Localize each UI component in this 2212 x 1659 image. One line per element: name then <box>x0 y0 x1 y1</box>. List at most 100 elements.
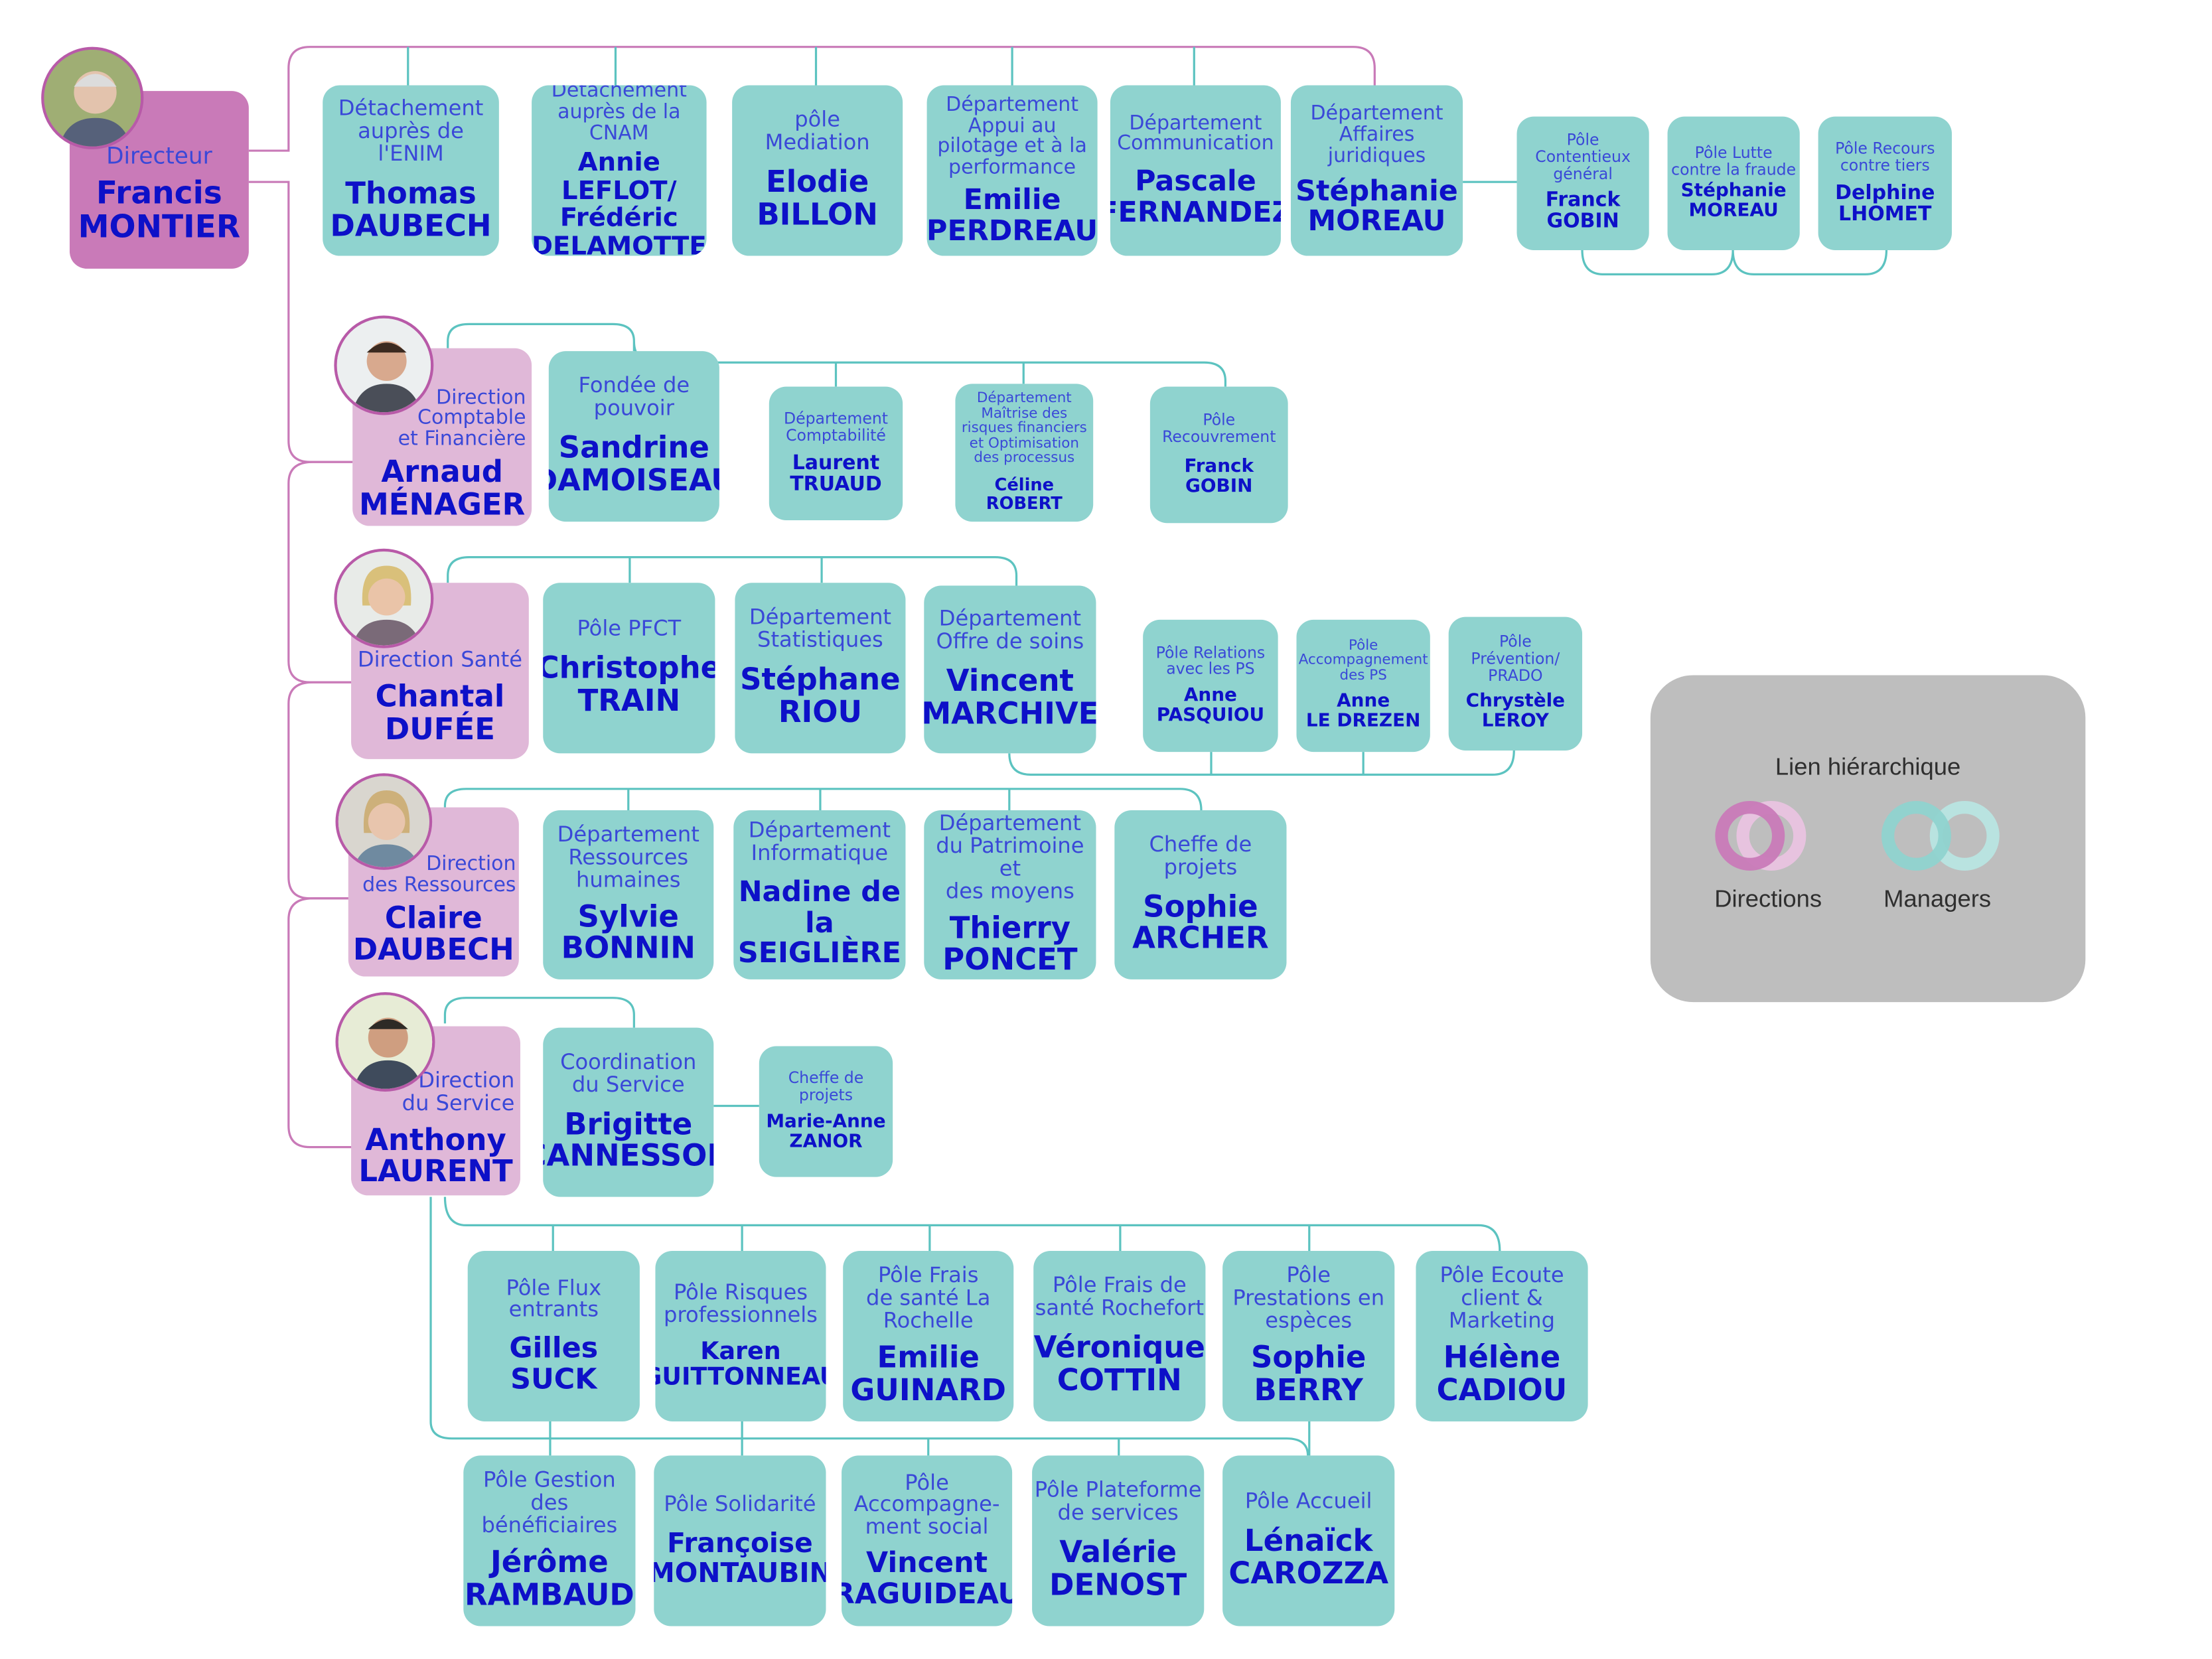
unit-title: Pôle Recours contre tiers <box>1835 139 1935 175</box>
top-unit-3: pôle Mediation Elodie BILLON <box>732 85 903 256</box>
top-unit-5: Département Communication Pascale FERNAN… <box>1110 85 1281 256</box>
service-cheffe-projets: Cheffe de projets Marie-Anne ZANOR <box>759 1046 893 1177</box>
link-dcf <box>447 323 1227 387</box>
link-service <box>443 997 1501 1251</box>
unit-name: Franck GOBIN <box>1545 189 1621 234</box>
portrait-icon <box>44 49 141 147</box>
link-sante <box>447 556 1515 776</box>
dcf-unit-4: Pôle Recouvrement Franck GOBIN <box>1149 386 1288 524</box>
portrait-icon <box>336 551 431 646</box>
service-pole-5: Pôle Prestations en espèces Sophie BERRY <box>1222 1250 1395 1421</box>
unit-title: Cheffe de projets <box>1149 831 1252 880</box>
unit-title: Département Appui au pilotage et à la pe… <box>937 93 1087 180</box>
direction-ressources-photo <box>335 773 433 870</box>
unit-name: Françoise MONTAUBIN <box>654 1528 826 1589</box>
link-service-row2 <box>429 1196 1311 1456</box>
direction-name: Chantal DUFÉE <box>375 680 505 747</box>
unit-title: Département Offre de soins <box>936 606 1084 655</box>
link-director-spine-3 <box>287 681 353 900</box>
ressources-unit-1: Département Ressources humaines Sylvie B… <box>543 810 714 979</box>
direction-sante-box: Direction Santé Chantal DUFÉE <box>351 583 529 759</box>
direction-comptable-photo <box>334 315 434 415</box>
unit-title: Détachement auprès de la CNAM <box>551 85 687 145</box>
sante-unit-1: Pôle PFCT Christophe TRAIN <box>543 583 715 754</box>
link-director-top-row <box>248 46 1376 152</box>
unit-name: Emilie GUINARD <box>850 1340 1007 1407</box>
service-pole-10: Pôle Plateforme de services Valérie DENO… <box>1032 1455 1205 1626</box>
unit-title: Pôle Risques professionnels <box>664 1279 818 1327</box>
unit-name: Karen GUITTONNEAU <box>655 1336 826 1392</box>
unit-name: Anne LE DREZEN <box>1305 691 1421 733</box>
unit-name: Vincent MARCHIVE <box>924 664 1096 731</box>
unit-name: Thomas DAUBECH <box>330 176 492 243</box>
legend-direction-light-ring <box>1736 801 1806 871</box>
unit-title: Département Ressources humaines <box>557 822 700 893</box>
service-pole-11: Pôle Accueil Lénaïck CAROZZA <box>1222 1455 1395 1626</box>
direction-name: Claire DAUBECH <box>352 901 514 968</box>
unit-title: Pôle Gestion des bénéficiaires <box>481 1467 618 1539</box>
director-title: Directeur <box>106 142 212 170</box>
director-photo <box>41 46 144 149</box>
direction-title: Direction Santé <box>357 647 523 673</box>
direction-title: Direction Comptable et Financière <box>398 386 526 451</box>
unit-name: Jérôme RAMBAUD <box>464 1545 634 1612</box>
unit-title: Pôle Prestations en espèces <box>1232 1263 1385 1334</box>
juridique-pole-2: Pôle Lutte contre la fraude Stéphanie MO… <box>1667 116 1800 250</box>
unit-title: Pôle Relations avec les PS <box>1155 643 1266 679</box>
unit-title: Pôle Accompagnement des PS <box>1298 637 1428 684</box>
sante-pole-2: Pôle Accompagnement des PS Anne LE DREZE… <box>1296 619 1430 753</box>
sante-pole-1: Pôle Relations avec les PS Anne PASQUIOU <box>1143 619 1278 753</box>
sante-unit-3: Département Offre de soins Vincent MARCH… <box>924 585 1096 754</box>
legend-title: Lien hiérarchique <box>1775 753 1961 780</box>
unit-title: Pôle Plateforme de services <box>1034 1477 1202 1526</box>
unit-name: Sophie BERRY <box>1250 1340 1366 1407</box>
service-pole-1: Pôle Flux entrants Gilles SUCK <box>467 1250 640 1421</box>
unit-title: Pôle Prévention/ PRADO <box>1471 633 1560 685</box>
top-unit-2: Détachement auprès de la CNAM Annie LEFL… <box>532 85 707 256</box>
direction-service-box: Direction du Service Anthony LAURENT <box>351 1026 520 1196</box>
ressources-unit-4: Cheffe de projets Sophie ARCHER <box>1114 810 1287 979</box>
unit-title: Pôle Contentieux général <box>1535 131 1631 183</box>
unit-name: Stéphanie MOREAU <box>1680 180 1787 222</box>
link-director-spine-4 <box>287 897 353 1149</box>
direction-sante-photo <box>334 548 434 648</box>
legend-direction-dark-ring <box>1715 801 1785 871</box>
unit-name: Vincent RAGUIDEAU <box>842 1545 1013 1611</box>
unit-name: Anne PASQUIOU <box>1156 685 1265 727</box>
unit-name: Franck GOBIN <box>1184 455 1254 497</box>
unit-title: Cheffe de projets <box>788 1069 864 1105</box>
unit-title: Pôle Accueil <box>1244 1488 1372 1515</box>
portrait-icon <box>336 318 431 413</box>
unit-name: Gilles SUCK <box>509 1331 599 1396</box>
unit-name: Valérie DENOST <box>1049 1535 1187 1602</box>
unit-title: Département Maîtrise des risques financi… <box>961 391 1087 467</box>
sante-pole-3: Pôle Prévention/ PRADO Chrystèle LEROY <box>1448 616 1583 751</box>
direction-ressources-box: Direction des Ressources Claire DAUBECH <box>348 807 519 977</box>
unit-name: Delphine LHOMET <box>1835 181 1935 226</box>
direction-name: Anthony LAURENT <box>358 1122 513 1189</box>
unit-title: Pôle Frais de santé La Rochelle <box>866 1263 991 1334</box>
unit-name: Stéphane RIOU <box>740 662 901 729</box>
unit-title: Pôle PFCT <box>577 616 682 642</box>
unit-title: Département Communication <box>1117 111 1274 156</box>
ressources-unit-2: Département Informatique Nadine de la SE… <box>733 810 906 979</box>
service-pole-3: Pôle Frais de santé La Rochelle Emilie G… <box>843 1250 1014 1421</box>
unit-title: Pôle Flux entrants <box>506 1274 602 1323</box>
link-director-spine-2 <box>287 461 353 684</box>
unit-name: Thierry PONCET <box>942 910 1078 977</box>
unit-name: Lénaïck CAROZZA <box>1228 1524 1389 1591</box>
juridique-pole-1: Pôle Contentieux général Franck GOBIN <box>1516 116 1649 250</box>
link-ressources <box>443 788 1203 810</box>
unit-name: Marie-Anne ZANOR <box>766 1111 886 1153</box>
unit-title: Département Statistiques <box>749 605 892 653</box>
unit-name: Sophie ARCHER <box>1132 889 1269 956</box>
unit-name: Chrystèle LEROY <box>1465 691 1566 733</box>
legend-manager-dark-ring <box>1881 801 1951 871</box>
legend-managers-label: Managers <box>1883 885 1992 913</box>
juridique-pole-3: Pôle Recours contre tiers Delphine LHOME… <box>1818 116 1952 250</box>
unit-name: Emilie PERDREAU <box>926 182 1098 247</box>
legend-manager-light-ring <box>1929 801 2000 871</box>
service-pole-8: Pôle Solidarité Françoise MONTAUBIN <box>654 1455 826 1626</box>
unit-name: Laurent TRUAUD <box>790 451 882 496</box>
